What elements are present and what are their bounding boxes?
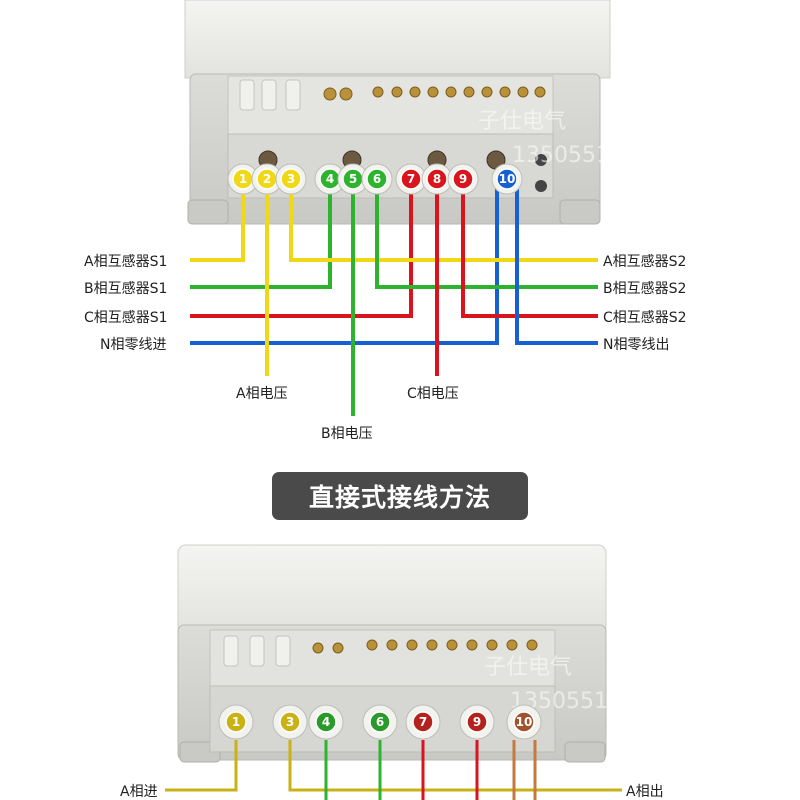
wire-c-s2 (461, 186, 598, 318)
wire-a-s1 (190, 186, 245, 262)
bottom-terminal-label: 1 (232, 715, 240, 729)
wire-b-s2 (375, 186, 598, 289)
bottom-terminal-label: 9 (473, 715, 481, 729)
top-terminal-label: 9 (459, 172, 467, 186)
bottom-terminal-10: 10 (506, 704, 542, 740)
label-b-voltage: B相电压 (321, 426, 373, 442)
label-a-voltage: A相电压 (236, 386, 288, 402)
label-b-s1: B相互感器S1 (84, 280, 167, 297)
bottom-screw-row (223, 635, 538, 667)
bottom-terminal-label: 7 (419, 715, 427, 729)
bottom-terminal-1: 1 (218, 704, 254, 740)
bottom-terminal-9: 9 (459, 704, 495, 740)
top-terminal-10: 10 (491, 163, 523, 195)
bottom-terminal-6: 6 (362, 704, 398, 740)
bottom-terminal-label: 6 (376, 715, 384, 729)
wire-n-out (515, 186, 598, 345)
top-terminal-7: 7 (395, 163, 427, 195)
bottom-terminal-3: 3 (272, 704, 308, 740)
top-terminal-label: 7 (407, 172, 415, 186)
label-a-in: A相进 (120, 784, 158, 800)
section-title: 直接式接线方法 (272, 472, 528, 520)
top-wires (190, 186, 598, 416)
label-n-in: N相零线进 (100, 337, 166, 353)
watermark-brand: 子仕电气 (478, 109, 566, 134)
label-b-s2: B相互感器S2 (603, 280, 686, 297)
top-terminal-8: 8 (421, 163, 453, 195)
top-terminal-6: 6 (361, 163, 393, 195)
label-a-s1: A相互感器S1 (84, 253, 167, 270)
top-terminal-label: 4 (326, 172, 334, 186)
top-terminal-label: 3 (287, 172, 295, 186)
label-c-s1: C相互感器S1 (84, 309, 168, 326)
watermark-brand-bottom: 子仕电气 (484, 655, 572, 680)
label-a-out: A相出 (626, 784, 664, 800)
label-c-voltage: C相电压 (407, 386, 459, 402)
top-terminal-label: 5 (349, 172, 357, 186)
top-terminal-9: 9 (447, 163, 479, 195)
bottom-terminal-4: 4 (308, 704, 344, 740)
top-terminal-label: 10 (499, 172, 516, 186)
bottom-terminal-label: 10 (516, 715, 533, 729)
label-n-out: N相零线出 (603, 337, 669, 353)
watermark-phone: 13505510688 (512, 143, 666, 168)
bottom-wires (165, 740, 622, 800)
wire-a-s2 (289, 186, 598, 262)
wire-n-in (190, 186, 499, 345)
bottom-terminals: 1 3 4 6 7 9 10 (218, 704, 542, 740)
top-terminal-3: 3 (275, 163, 307, 195)
wire-b-s1 (190, 186, 332, 289)
bottom-terminal-label: 3 (286, 715, 294, 729)
wire-c-s1 (190, 186, 413, 318)
top-terminal-label: 1 (239, 172, 247, 186)
top-terminal-4: 4 (314, 163, 346, 195)
bottom-terminal-label: 4 (322, 715, 330, 729)
top-screw-row (239, 79, 546, 111)
top-terminals: 1 2 3 4 5 6 7 8 9 10 (227, 163, 523, 195)
top-terminal-label: 2 (263, 172, 271, 186)
wire-a-in (165, 740, 238, 792)
label-a-s2: A相互感器S2 (603, 253, 686, 270)
label-c-s2: C相互感器S2 (603, 309, 687, 326)
bottom-terminal-7: 7 (405, 704, 441, 740)
wire-a-out (288, 740, 622, 792)
top-terminal-label: 6 (373, 172, 381, 186)
top-terminal-1: 1 (227, 163, 259, 195)
top-terminal-label: 8 (433, 172, 441, 186)
